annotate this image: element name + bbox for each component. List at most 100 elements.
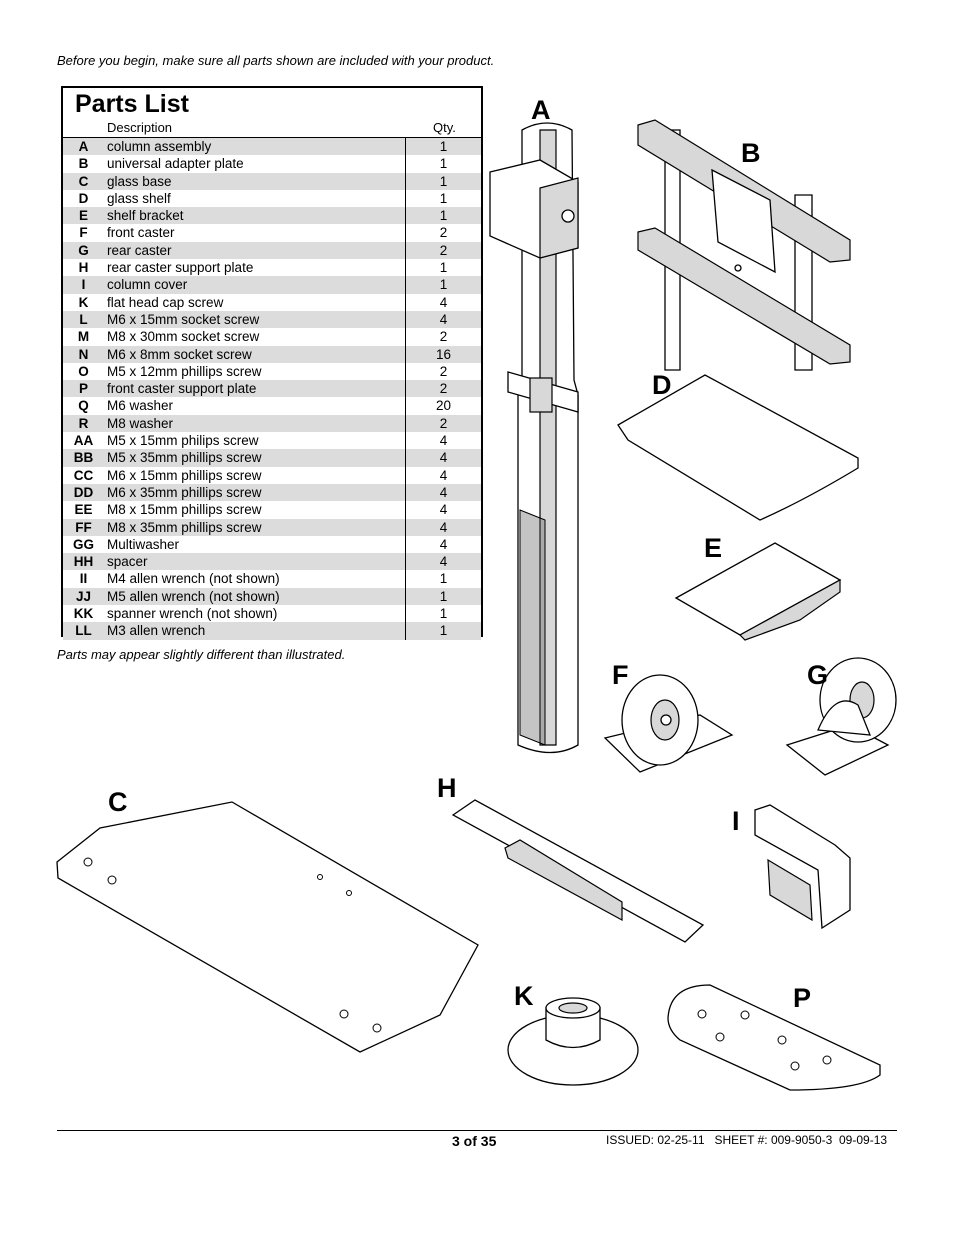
label-f: F: [612, 660, 629, 690]
part-letter: R: [78, 415, 89, 431]
part-letter: C: [78, 173, 89, 189]
part-letter: A: [78, 139, 89, 154]
part-letter: D: [78, 190, 89, 206]
part-letter: K: [78, 294, 89, 310]
label-h: H: [437, 773, 457, 803]
part-description: Multiwasher: [107, 536, 180, 552]
note-text: Parts may appear slightly different than…: [57, 647, 346, 662]
label-b: B: [741, 138, 761, 168]
part-qty: 4: [405, 535, 481, 554]
part-letter: FF: [75, 519, 92, 535]
part-qty: 4: [405, 449, 481, 467]
page-number: 3 of 35: [452, 1133, 497, 1149]
part-letter: CC: [73, 467, 94, 483]
part-qty: 2: [405, 380, 481, 398]
table-row: N M6 x 8mm socket screw 16: [63, 345, 481, 363]
part-letter: Q: [78, 398, 89, 414]
part-letter: B: [78, 156, 89, 172]
part-letter: KK: [73, 606, 94, 622]
shelf-bracket-drawing: [674, 542, 842, 641]
part-qty: 1: [405, 587, 481, 606]
part-description: M6 x 15mm socket screw: [107, 311, 260, 327]
part-description: front caster support plate: [107, 381, 257, 397]
part-qty: 1: [405, 138, 481, 156]
part-letter: AA: [73, 433, 94, 449]
part-qty: 1: [405, 207, 481, 225]
part-description: spanner wrench (not shown): [107, 606, 278, 622]
part-description: M3 allen wrench: [107, 623, 206, 639]
part-qty: 2: [405, 224, 481, 242]
label-a: A: [531, 95, 551, 125]
issued-info: ISSUED: 02-25-11 SHEET #: 009-9050-3 09-…: [606, 1133, 888, 1147]
part-letter: I: [81, 277, 86, 293]
part-description: M4 allen wrench (not shown): [107, 571, 280, 587]
table-row: O M5 x 12mm phillips screw 2: [63, 362, 481, 381]
part-qty: 4: [405, 466, 481, 484]
part-description: universal adapter plate: [107, 156, 244, 172]
label-p: P: [793, 983, 812, 1013]
part-qty: 1: [405, 259, 481, 277]
part-letter: II: [79, 571, 88, 587]
part-letter: O: [78, 363, 89, 379]
part-qty: 1: [405, 155, 481, 173]
part-letter: F: [79, 225, 88, 241]
front-caster-support-plate-drawing: [667, 984, 881, 1091]
part-qty: 2: [405, 241, 481, 260]
part-letter: M: [77, 329, 90, 345]
rear-caster-drawing: [785, 657, 897, 776]
description-header: Description: [107, 120, 173, 135]
part-letter: EE: [74, 502, 93, 518]
label-c: C: [108, 787, 128, 817]
part-description: rear caster: [107, 242, 172, 258]
part-qty: 16: [405, 345, 481, 363]
column-assembly-drawing: [489, 122, 579, 754]
part-description: M8 x 15mm phillips screw: [107, 502, 262, 518]
glass-base-drawing: [56, 801, 479, 1053]
part-description: front caster: [107, 225, 175, 241]
part-description: M5 x 15mm philips screw: [107, 433, 259, 449]
part-qty: 4: [405, 518, 481, 536]
part-letter: DD: [73, 484, 94, 500]
part-qty: 2: [405, 328, 481, 346]
label-e: E: [704, 533, 723, 563]
part-description: M8 washer: [107, 415, 174, 431]
part-letter: N: [78, 346, 89, 362]
flat-head-cap-drawing: [507, 997, 639, 1086]
part-qty: 4: [405, 310, 481, 329]
part-description: M8 x 30mm socket screw: [107, 329, 260, 345]
part-description: M5 x 12mm phillips screw: [107, 363, 262, 379]
part-qty: 1: [405, 605, 481, 623]
part-qty: 2: [405, 362, 481, 381]
table-row: KK spanner wrench (not shown) 1: [63, 605, 481, 623]
part-description: M6 x 35mm phillips screw: [107, 484, 262, 500]
label-g: G: [807, 660, 829, 690]
part-description: M5 x 35mm phillips screw: [107, 450, 262, 466]
part-qty: 4: [405, 553, 481, 571]
glass-shelf-drawing: [617, 374, 859, 521]
part-letter: G: [78, 242, 89, 258]
part-description: M6 x 8mm socket screw: [107, 346, 252, 362]
part-letter: P: [78, 381, 88, 397]
part-description: glass shelf: [107, 190, 171, 206]
footer-divider: [57, 1130, 897, 1131]
